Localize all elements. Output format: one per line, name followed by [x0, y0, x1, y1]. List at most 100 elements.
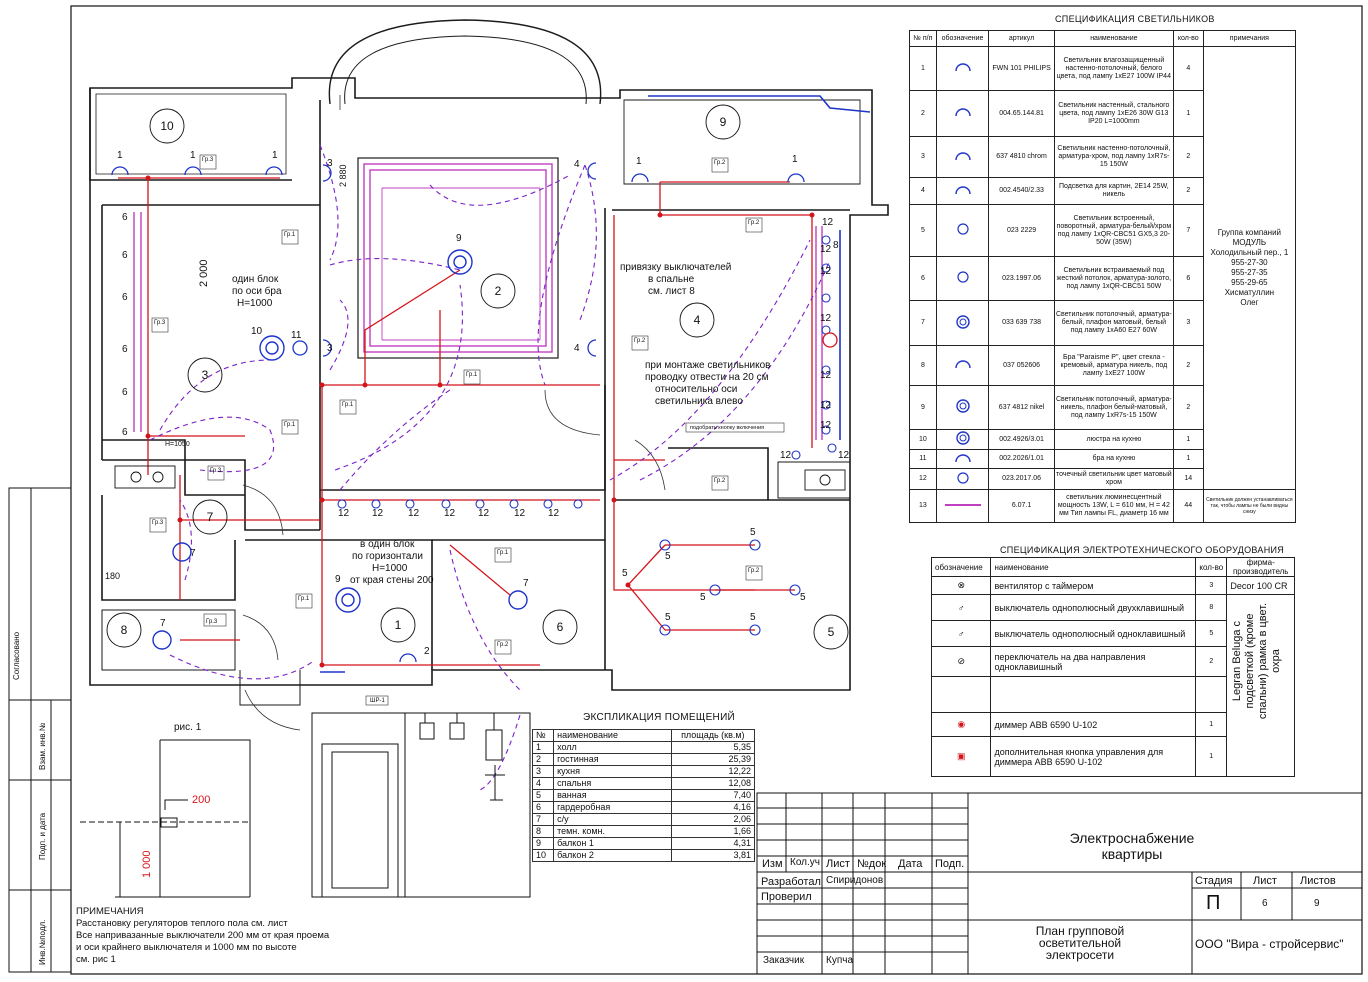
svg-text:12: 12 [444, 508, 456, 519]
svg-text:12: 12 [820, 400, 832, 411]
ceiling-lights [152, 249, 528, 650]
notes-line: Все напривазанные выключатели 200 мм от … [76, 930, 330, 941]
svg-text:5: 5 [750, 527, 756, 538]
svg-text:5: 5 [750, 612, 756, 623]
svg-text:см. лист 8: см. лист 8 [648, 286, 695, 297]
strip-luminaires [133, 163, 823, 440]
room-markers: 10 9 2 4 3 7 8 1 6 5 [106, 104, 849, 650]
gr-label: Гр.2 [711, 475, 729, 491]
svg-text:6: 6 [122, 212, 128, 223]
svg-text:проводку отвести на 20 см: проводку отвести на 20 см [645, 372, 769, 383]
svg-text:12: 12 [338, 508, 350, 519]
svg-text:10: 10 [160, 119, 174, 133]
room-marker-2: 2 [480, 273, 516, 309]
svg-text:12: 12 [838, 450, 850, 461]
svg-text:привязку выключателей: привязку выключателей [620, 262, 731, 273]
svg-text:6: 6 [122, 292, 128, 303]
svg-text:светильника влево: светильника влево [655, 396, 743, 407]
stamp-stage-label: Стадия [1195, 875, 1233, 887]
svg-text:Гр.1: Гр.1 [298, 596, 310, 602]
svg-text:Гр.3: Гр.3 [210, 468, 222, 474]
svg-text:Гр.1: Гр.1 [284, 422, 296, 428]
svg-text:7: 7 [190, 548, 196, 559]
electro-spec-title: СПЕЦИФИКАЦИЯ ЭЛЕКТРОТЕХНИЧЕСКОГО ОБОРУДО… [1000, 545, 1285, 555]
svg-text:Гр.3: Гр.3 [206, 619, 218, 625]
svg-text:12: 12 [372, 508, 384, 519]
stamp-col-sign: Подп. [935, 858, 965, 870]
svg-text:3: 3 [202, 368, 209, 382]
svg-text:Гр.2: Гр.2 [748, 220, 760, 226]
stamp-customer-label: Заказчик [763, 955, 805, 966]
svg-text:2: 2 [424, 646, 430, 657]
explication-title: ЭКСПЛИКАЦИЯ ПОМЕЩЕНИЙ [583, 712, 736, 723]
svg-text:Н=1050: Н=1050 [165, 441, 190, 448]
svg-text:11: 11 [291, 330, 302, 341]
svg-text:5: 5 [665, 612, 671, 623]
gr-label: Гр.2 [745, 217, 763, 233]
room-marker-8: 8 [106, 612, 142, 648]
svg-text:4: 4 [574, 159, 580, 170]
gr-label: Гр.2 [631, 335, 649, 351]
svg-text:Гр.2: Гр.2 [748, 568, 760, 574]
fan-icon: ⊗ [957, 580, 966, 590]
wall-sconces [111, 162, 838, 663]
svg-text:6: 6 [122, 250, 128, 261]
svg-text:один блок: один блок [232, 273, 279, 285]
switch-single-icon: ♂ [957, 628, 965, 639]
svg-text:4: 4 [574, 343, 580, 354]
svg-text:6: 6 [122, 427, 128, 438]
svg-text:1: 1 [272, 150, 278, 161]
gr-label: Гр.1 [339, 399, 357, 415]
table-row: ▣дополнительная кнопка управления для ди… [930, 736, 1295, 777]
svg-text:8: 8 [833, 240, 839, 251]
svg-text:1: 1 [190, 150, 196, 161]
stamp-stage: П [1206, 892, 1221, 914]
svg-text:12: 12 [514, 508, 526, 519]
room-marker-5: 5 [813, 614, 849, 650]
svg-text:7: 7 [207, 510, 214, 524]
svg-text:1: 1 [636, 156, 642, 167]
svg-text:Н=1000: Н=1000 [237, 298, 273, 309]
svg-text:4: 4 [694, 313, 701, 327]
gr-label: Гр.3 [199, 154, 217, 170]
table-row: ⊘переключатель на два направления однокл… [930, 646, 1295, 677]
gr-label: Гр.1 [281, 229, 299, 245]
stamp-developer: Спиридонов [826, 875, 884, 886]
walls [89, 19, 889, 706]
stamp-developed-label: Разработал [761, 876, 821, 888]
svg-text:Гр.1: Гр.1 [466, 372, 478, 378]
gr-label: Гр.1 [281, 419, 299, 435]
svg-text:в спальне: в спальне [648, 274, 695, 285]
fan-icons [114, 465, 846, 491]
svg-text:9: 9 [335, 574, 341, 585]
room-marker-10: 10 [149, 108, 185, 144]
svg-text:Н=1000: Н=1000 [372, 563, 408, 574]
room-marker-1: 1 [380, 607, 416, 643]
svg-text:2 880: 2 880 [338, 164, 348, 187]
svg-text:по горизонтали: по горизонтали [352, 551, 423, 562]
svg-text:6: 6 [557, 620, 564, 634]
svg-text:Гр.2: Гр.2 [634, 338, 646, 344]
svg-text:9: 9 [456, 233, 462, 244]
fig1-label: рис. 1 [174, 722, 202, 733]
svg-text:1: 1 [117, 150, 123, 161]
svg-text:7: 7 [523, 578, 529, 589]
table-row [930, 676, 1295, 713]
svg-text:12: 12 [820, 266, 832, 277]
svg-text:3: 3 [327, 158, 333, 169]
